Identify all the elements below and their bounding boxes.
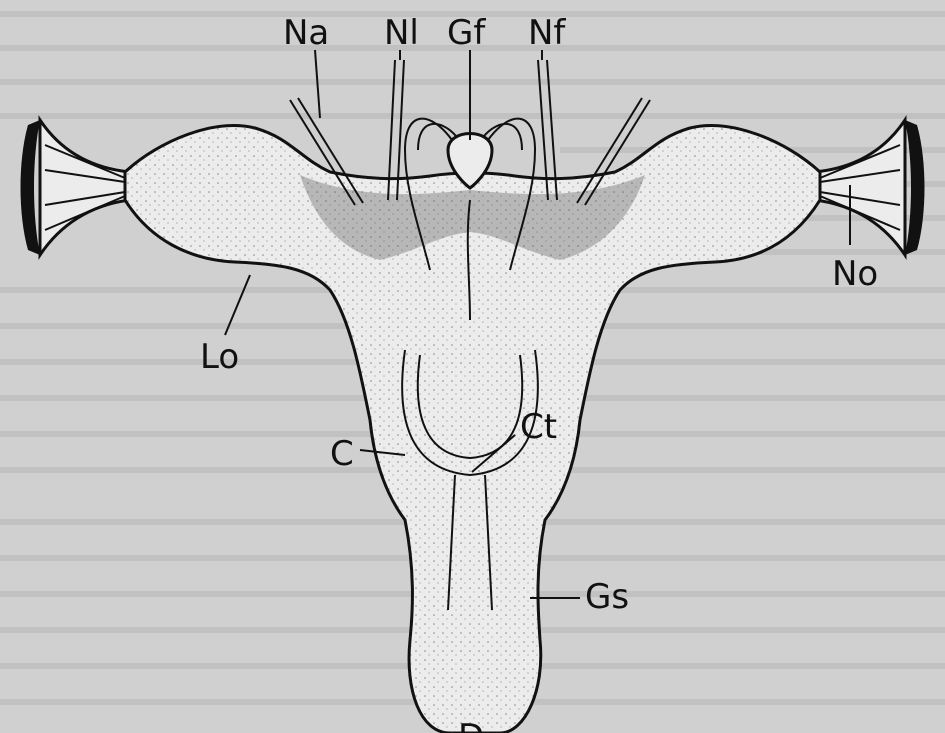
label-c: C xyxy=(330,434,354,474)
label-na: Na xyxy=(283,13,329,53)
label-nf: Nf xyxy=(528,13,566,53)
label-lo: Lo xyxy=(200,337,239,377)
label-ct: Ct xyxy=(520,407,557,447)
label-gf: Gf xyxy=(447,13,486,53)
label-gs: Gs xyxy=(585,577,629,617)
label-nl: Nl xyxy=(384,13,419,53)
label-d: D xyxy=(458,717,484,733)
label-no: No xyxy=(832,254,878,294)
